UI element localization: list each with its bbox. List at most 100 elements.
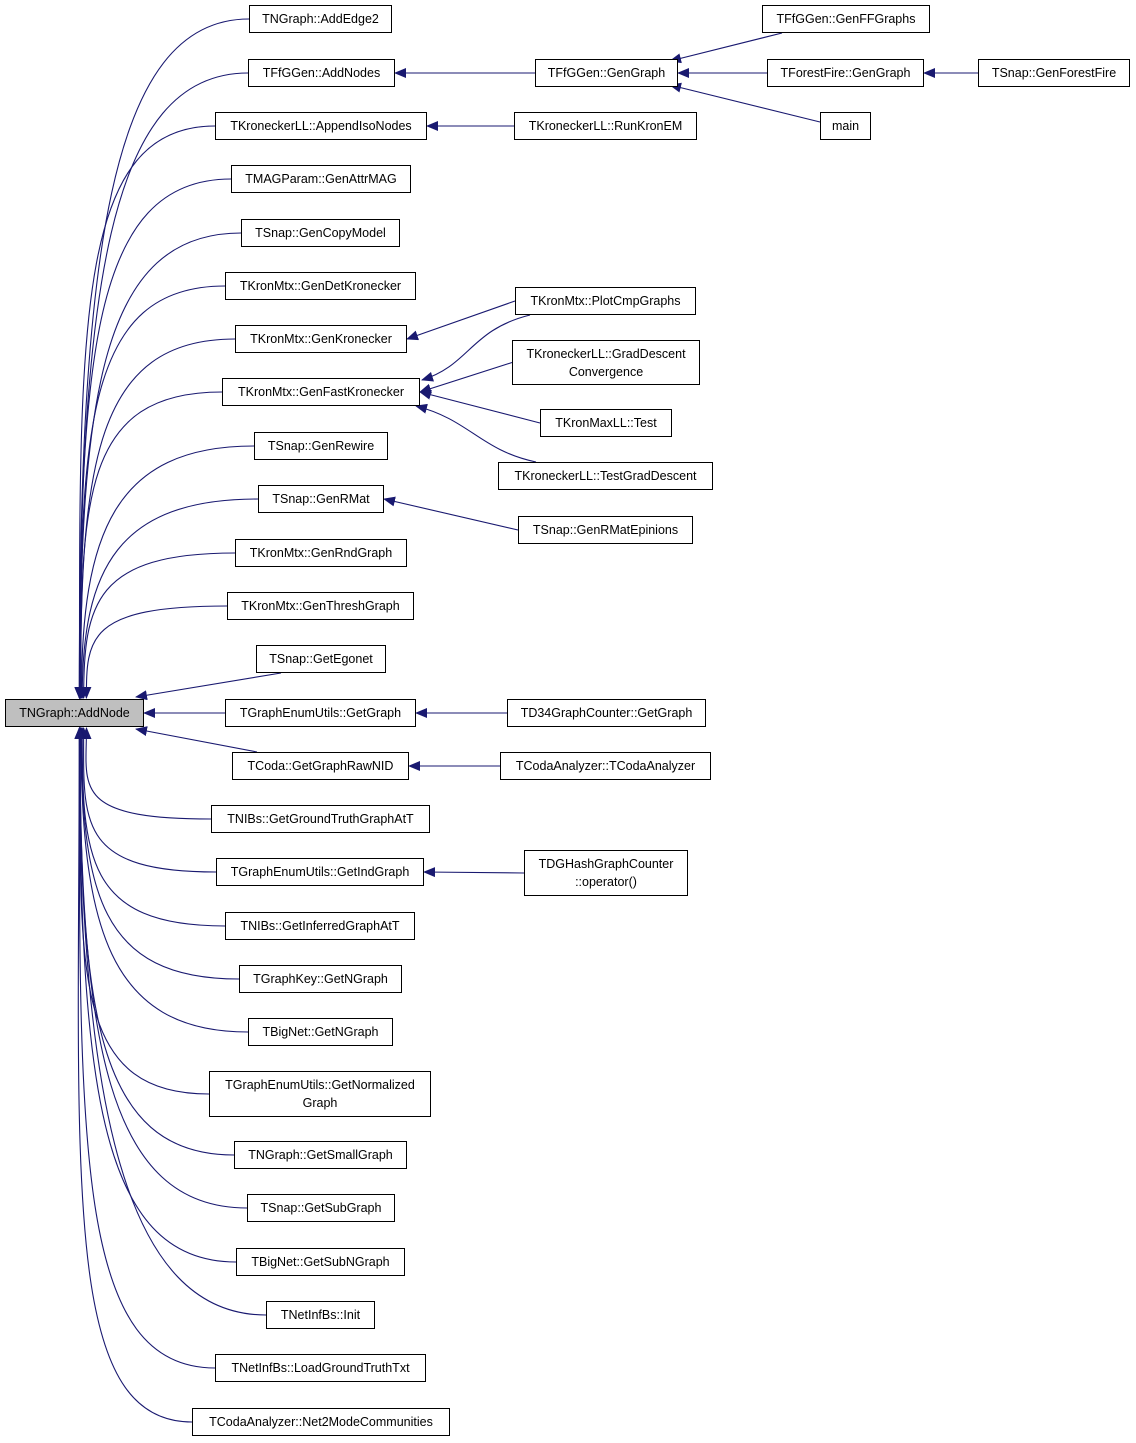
- node-label: TKroneckerLL::AppendIsoNodes: [230, 119, 412, 133]
- node-label: TNGraph::AddEdge2: [262, 12, 379, 26]
- call-edge-plotcmp-to-genkron: [406, 300, 516, 341]
- caller-node-getgroundtruth[interactable]: TNIBs::GetGroundTruthGraphAtT: [211, 805, 430, 833]
- call-edge-genthresh-to-root: [81, 605, 228, 699]
- node-label: TGraphEnumUtils::GetIndGraph: [230, 865, 410, 879]
- node-label: TSnap::GenCopyModel: [255, 226, 386, 240]
- call-edge-getindgraph-to-root: [78, 727, 217, 873]
- node-label: TMAGParam::GenAttrMAG: [245, 172, 397, 186]
- caller-node-genffgraphs[interactable]: TFfGGen::GenFFGraphs: [762, 5, 930, 33]
- root-node-root: TNGraph::AddNode: [5, 699, 144, 727]
- caller-node-gencopymodel[interactable]: TSnap::GenCopyModel: [241, 219, 400, 247]
- node-label: main: [831, 119, 860, 133]
- caller-node-addedge2[interactable]: TNGraph::AddEdge2: [249, 5, 392, 33]
- node-label: TCodaAnalyzer::Net2ModeCommunities: [209, 1415, 433, 1429]
- caller-node-ffggengengraph[interactable]: TFfGGen::GenGraph: [535, 59, 678, 87]
- call-edge-getegonet-to-root: [135, 672, 282, 701]
- caller-node-getinferred[interactable]: TNIBs::GetInferredGraphAtT: [225, 912, 415, 940]
- call-edge-genrmat-to-root: [77, 498, 259, 699]
- caller-node-getgraphrawnid[interactable]: TCoda::GetGraphRawNID: [232, 752, 409, 780]
- call-edge-getsubn-to-root: [74, 727, 237, 1263]
- call-edge-genrewire-to-root: [76, 445, 255, 699]
- call-edge-genrmatep-to-genrmat: [383, 496, 519, 531]
- node-label: TDGHashGraphCounter ::operator(): [538, 857, 674, 889]
- node-label: TNetInfBs::LoadGroundTruthTxt: [231, 1361, 410, 1375]
- caller-node-genforestfire[interactable]: TSnap::GenForestFire: [978, 59, 1130, 87]
- caller-node-codaanalyzer[interactable]: TCodaAnalyzer::TCodaAnalyzer: [500, 752, 711, 780]
- caller-node-gendetkron[interactable]: TKronMtx::GenDetKronecker: [225, 272, 416, 300]
- caller-node-graddescent[interactable]: TKroneckerLL::GradDescent Convergence: [512, 340, 700, 385]
- caller-node-net2mode[interactable]: TCodaAnalyzer::Net2ModeCommunities: [192, 1408, 450, 1436]
- caller-node-genrewire[interactable]: TSnap::GenRewire: [254, 432, 388, 460]
- node-label: TSnap::GetEgonet: [269, 652, 373, 666]
- node-label: TSnap::GenRMat: [272, 492, 370, 506]
- node-label: TSnap::GenRewire: [267, 439, 375, 453]
- caller-node-genrndgraph[interactable]: TKronMtx::GenRndGraph: [235, 539, 407, 567]
- call-edge-genfastkron-to-root: [75, 391, 223, 699]
- node-label: TKronMtx::GenDetKronecker: [239, 279, 402, 293]
- caller-node-dghash[interactable]: TDGHashGraphCounter ::operator(): [524, 850, 688, 896]
- node-label: TSnap::GenForestFire: [991, 66, 1117, 80]
- caller-node-ffgengraph[interactable]: TForestFire::GenGraph: [767, 59, 924, 87]
- node-label: TNetInfBs::Init: [280, 1308, 361, 1322]
- caller-node-genattrmag[interactable]: TMAGParam::GenAttrMAG: [231, 165, 411, 193]
- call-edge-genattrmag-to-root: [74, 178, 232, 699]
- call-edge-main-to-ffggengengraph: [669, 82, 821, 123]
- node-label: TBigNet::GetNGraph: [262, 1025, 379, 1039]
- call-edge-init-to-root: [74, 727, 267, 1316]
- caller-node-graphkeygetn[interactable]: TGraphKey::GetNGraph: [239, 965, 402, 993]
- node-label: TFfGGen::GenGraph: [547, 66, 666, 80]
- caller-node-getindgraph[interactable]: TGraphEnumUtils::GetIndGraph: [216, 858, 424, 886]
- node-label: TNIBs::GetInferredGraphAtT: [240, 919, 400, 933]
- caller-node-addnodes[interactable]: TFfGGen::AddNodes: [248, 59, 395, 87]
- call-edge-gendetkron-to-root: [75, 285, 226, 699]
- node-label: TGraphEnumUtils::GetGraph: [239, 706, 402, 720]
- caller-node-bignetgetn[interactable]: TBigNet::GetNGraph: [248, 1018, 393, 1046]
- node-label: TGraphEnumUtils::GetNormalized Graph: [225, 1078, 415, 1110]
- caller-node-genkron[interactable]: TKronMtx::GenKronecker: [235, 325, 407, 353]
- caller-node-genthresh[interactable]: TKronMtx::GenThreshGraph: [227, 592, 414, 620]
- caller-node-getsubn[interactable]: TBigNet::GetSubNGraph: [236, 1248, 405, 1276]
- caller-node-appendiso[interactable]: TKroneckerLL::AppendIsoNodes: [215, 112, 427, 140]
- node-label: TKronMtx::GenKronecker: [250, 332, 392, 346]
- node-label: TKronMtx::GenThreshGraph: [241, 599, 400, 613]
- caller-node-genrmatep[interactable]: TSnap::GenRMatEpinions: [518, 516, 693, 544]
- caller-node-getnormalized[interactable]: TGraphEnumUtils::GetNormalized Graph: [209, 1071, 431, 1117]
- node-label: TFfGGen::AddNodes: [262, 66, 381, 80]
- call-edge-dghash-to-getindgraph: [423, 867, 525, 878]
- caller-node-getsmall[interactable]: TNGraph::GetSmallGraph: [234, 1141, 407, 1169]
- call-edge-gencopymodel-to-root: [74, 232, 242, 699]
- call-edge-testgrad-to-genfastkron: [415, 403, 537, 463]
- call-edge-kronmaxtest-to-genfastkron: [419, 389, 541, 424]
- node-label: TKronMaxLL::Test: [555, 416, 657, 430]
- node-label: TNGraph::AddNode: [19, 706, 130, 720]
- call-edge-graphkeygetn-to-root: [76, 727, 240, 980]
- caller-node-getsub[interactable]: TSnap::GetSubGraph: [247, 1194, 395, 1222]
- caller-node-main[interactable]: main: [820, 112, 871, 140]
- node-label: TKronMtx::PlotCmpGraphs: [530, 294, 681, 308]
- caller-node-testgrad[interactable]: TKroneckerLL::TestGradDescent: [498, 462, 713, 490]
- node-label: TSnap::GenRMatEpinions: [532, 523, 679, 537]
- caller-node-kronmaxtest[interactable]: TKronMaxLL::Test: [540, 409, 672, 437]
- caller-node-geugetgraph[interactable]: TGraphEnumUtils::GetGraph: [225, 699, 416, 727]
- call-edge-loadgt-to-root: [74, 727, 216, 1369]
- call-edge-getgroundtruth-to-root: [81, 727, 212, 820]
- node-label: TForestFire::GenGraph: [780, 66, 911, 80]
- caller-node-runkronem[interactable]: TKroneckerLL::RunKronEM: [514, 112, 697, 140]
- call-edge-getsub-to-root: [74, 727, 248, 1209]
- node-label: TKronMtx::GenFastKronecker: [237, 385, 405, 399]
- caller-node-genfastkron[interactable]: TKronMtx::GenFastKronecker: [222, 378, 420, 406]
- caller-node-plotcmp[interactable]: TKronMtx::PlotCmpGraphs: [515, 287, 696, 315]
- caller-node-init[interactable]: TNetInfBs::Init: [266, 1301, 375, 1329]
- caller-node-genrmat[interactable]: TSnap::GenRMat: [258, 485, 384, 513]
- call-edge-getgraphrawnid-to-root: [135, 726, 258, 753]
- caller-node-d34getgraph[interactable]: TD34GraphCounter::GetGraph: [507, 699, 706, 727]
- call-edge-genrndgraph-to-root: [78, 552, 236, 699]
- caller-node-getegonet[interactable]: TSnap::GetEgonet: [256, 645, 386, 673]
- call-edge-bignetgetn-to-root: [75, 727, 249, 1033]
- caller-node-loadgt[interactable]: TNetInfBs::LoadGroundTruthTxt: [215, 1354, 426, 1382]
- node-label: TSnap::GetSubGraph: [260, 1201, 382, 1215]
- call-edge-genkron-to-root: [75, 338, 236, 699]
- call-edge-genffgraphs-to-ffggengengraph: [669, 32, 783, 64]
